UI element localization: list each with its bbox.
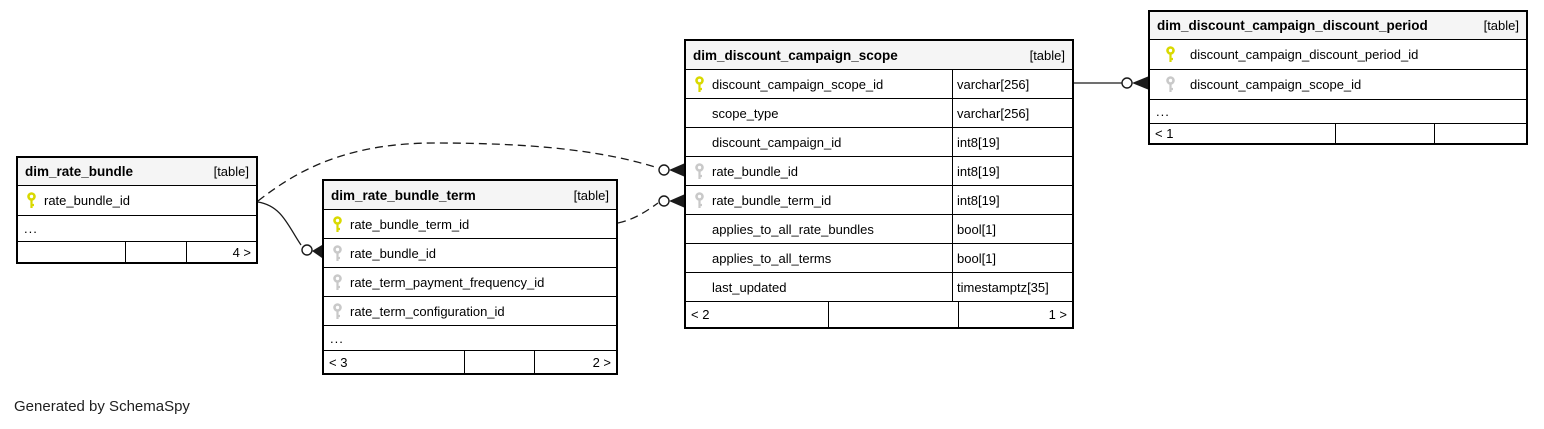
ellipsis-row: ... [1150,100,1526,124]
column-name: scope_type [712,105,779,121]
table-footer: 4 > [18,242,256,262]
column-row: rate_bundle_id [324,239,616,268]
footer-cell [464,351,534,373]
column-name: applies_to_all_rate_bundles [712,221,874,237]
column-row: discount_campaign_discount_period_id [1150,40,1526,70]
footer-cell: < 2 [691,307,710,322]
column-row: rate_bundle_term_id int8[19] [686,186,1072,215]
ellipsis-row: ... [18,216,256,242]
table-title[interactable]: dim_rate_bundle [25,164,134,179]
table-footer: < 1 [1150,124,1526,143]
column-row: scope_type varchar[256] [686,99,1072,128]
foreign-key-icon [324,244,350,262]
primary-key-icon [324,215,350,233]
table-badge: [table] [1029,47,1065,63]
key-icon-slot [686,250,712,267]
primary-key-icon [686,75,712,93]
table-title[interactable]: dim_discount_campaign_scope [693,47,898,63]
generated-by-credit: Generated by SchemaSpy [14,398,190,415]
table-header[interactable]: dim_discount_campaign_discount_period [t… [1150,12,1526,40]
column-row: rate_term_configuration_id [324,297,616,326]
table-dim-discount-campaign-discount-period[interactable]: dim_discount_campaign_discount_period [t… [1148,10,1528,145]
footer-cell: 1 > [958,302,1072,327]
column-row: rate_term_payment_frequency_id [324,268,616,297]
column-type: int8[19] [952,157,1072,185]
table-badge: [table] [213,164,249,179]
primary-key-icon [18,192,44,209]
edge-discount-campaign-scope-to-discount-period [1074,76,1148,90]
column-name: last_updated [712,279,787,295]
column-type: bool[1] [952,215,1072,243]
ellipsis-row: ... [324,326,616,351]
footer-cell [18,242,125,262]
column-name: applies_to_all_terms [712,250,832,266]
footer-cell: 2 > [534,351,616,373]
column-row: discount_campaign_id int8[19] [686,128,1072,157]
footer-cell [1335,124,1434,143]
column-name: rate_term_payment_frequency_id [350,274,545,290]
column-row: applies_to_all_terms bool[1] [686,244,1072,273]
column-row: rate_bundle_id int8[19] [686,157,1072,186]
column-name: rate_bundle_id [44,193,131,208]
footer-cell [1434,124,1526,143]
table-footer: < 3 2 > [324,351,616,373]
column-type: bool[1] [952,244,1072,272]
key-icon-slot [686,279,712,296]
column-name: discount_campaign_scope_id [712,76,884,92]
key-icon-slot [686,105,712,122]
column-row: applies_to_all_rate_bundles bool[1] [686,215,1072,244]
foreign-key-icon [686,191,712,209]
table-footer: < 2 1 > [686,302,1072,327]
edge-rate-bundle-term-to-discount-campaign-scope [617,194,684,224]
footer-cell [828,302,958,327]
column-name: rate_bundle_term_id [712,192,832,208]
column-name: rate_bundle_term_id [350,216,470,232]
column-type: timestamptz[35] [952,273,1072,301]
column-name: rate_bundle_id [350,245,437,261]
column-row: rate_bundle_id [18,186,256,216]
foreign-key-icon [686,162,712,180]
column-name: rate_term_configuration_id [350,303,505,319]
foreign-key-icon [324,273,350,291]
column-type: int8[19] [952,186,1072,214]
column-row: rate_bundle_term_id [324,210,616,239]
edge-rate-bundle-to-rate-bundle-term [257,201,322,258]
key-icon-slot [686,134,712,151]
column-row: discount_campaign_scope_id [1150,70,1526,100]
column-type: int8[19] [952,128,1072,156]
table-dim-rate-bundle-term[interactable]: dim_rate_bundle_term [table] rate_bundle… [322,179,618,375]
column-type: varchar[256] [952,70,1072,98]
primary-key-icon [1150,46,1190,63]
table-badge: [table] [573,187,609,203]
footer-cell [125,242,186,262]
foreign-key-icon [324,302,350,320]
column-row: discount_campaign_scope_id varchar[256] [686,70,1072,99]
table-badge: [table] [1483,18,1519,33]
footer-cell: 4 > [186,242,256,262]
column-name: rate_bundle_id [712,163,799,179]
column-name: discount_campaign_scope_id [1190,77,1362,92]
table-header[interactable]: dim_discount_campaign_scope [table] [686,41,1072,70]
footer-cell: < 3 [329,354,348,370]
table-dim-rate-bundle[interactable]: dim_rate_bundle [table] rate_bundle_id .… [16,156,258,264]
key-icon-slot [686,221,712,238]
table-dim-discount-campaign-scope[interactable]: dim_discount_campaign_scope [table] disc… [684,39,1074,329]
column-name: discount_campaign_discount_period_id [1190,47,1419,62]
table-title[interactable]: dim_discount_campaign_discount_period [1157,18,1428,33]
foreign-key-icon [1150,76,1190,93]
column-type: varchar[256] [952,99,1072,127]
column-name: discount_campaign_id [712,134,842,150]
column-row: last_updated timestamptz[35] [686,273,1072,302]
footer-cell: < 1 [1155,126,1174,141]
table-header[interactable]: dim_rate_bundle [table] [18,158,256,186]
table-title[interactable]: dim_rate_bundle_term [331,187,476,203]
table-header[interactable]: dim_rate_bundle_term [table] [324,181,616,210]
